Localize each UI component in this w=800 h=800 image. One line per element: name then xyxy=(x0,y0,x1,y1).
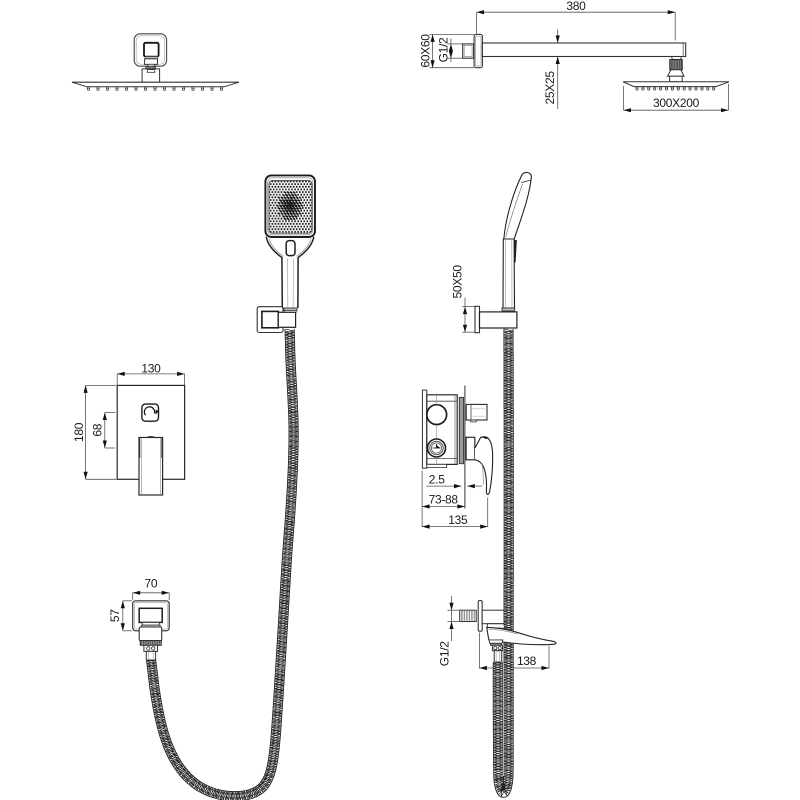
svg-text:68: 68 xyxy=(90,423,104,436)
svg-text:25X25: 25X25 xyxy=(543,71,557,105)
svg-text:2.5: 2.5 xyxy=(429,473,445,487)
svg-text:180: 180 xyxy=(72,422,86,442)
svg-text:50X50: 50X50 xyxy=(451,265,465,299)
svg-text:G1/2: G1/2 xyxy=(437,641,451,666)
svg-text:70: 70 xyxy=(145,576,158,590)
svg-text:130: 130 xyxy=(141,361,161,375)
svg-text:380: 380 xyxy=(566,0,586,13)
svg-text:300X200: 300X200 xyxy=(653,96,700,110)
svg-text:57: 57 xyxy=(108,609,122,622)
svg-text:60X60: 60X60 xyxy=(419,34,433,68)
svg-text:138: 138 xyxy=(517,654,537,668)
svg-text:G1/2: G1/2 xyxy=(437,37,451,62)
svg-text:135: 135 xyxy=(448,513,468,527)
svg-text:73-88: 73-88 xyxy=(429,493,459,507)
